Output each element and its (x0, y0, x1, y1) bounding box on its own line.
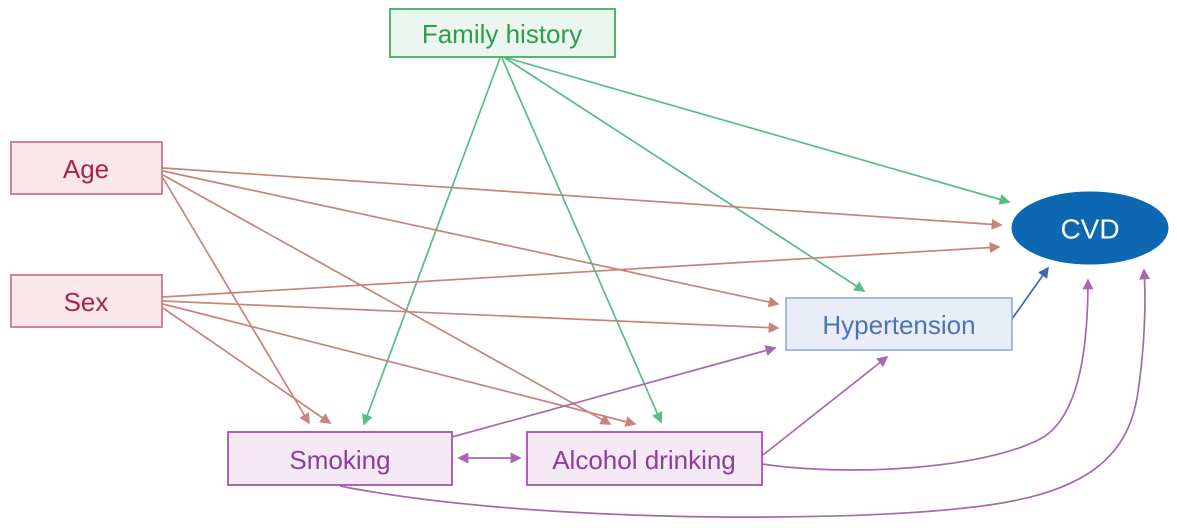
edge-hypertension-cvd (1011, 266, 1049, 320)
sex-label: Sex (64, 287, 109, 317)
edge-family-history-cvd (506, 57, 1011, 205)
node-family-history: Family history (389, 8, 616, 58)
cvd-label: CVD (1060, 214, 1119, 245)
edge-sex-smoking (162, 307, 332, 424)
edge-age-smoking (162, 177, 310, 425)
edge-alcohol-cvd (761, 278, 1094, 471)
node-cvd: CVD (1011, 191, 1169, 265)
edge-age-alcohol (162, 174, 612, 425)
edge-sex-hypertension (162, 300, 780, 334)
hypertension-label: Hypertension (822, 310, 975, 340)
edge-family-history-alcohol (501, 57, 663, 424)
edges-layer (162, 57, 1151, 518)
smoking-box (227, 431, 453, 486)
edge-sex-cvd (162, 242, 1001, 298)
edge-smoking-cvd (339, 268, 1151, 518)
node-smoking: Smoking (227, 431, 453, 486)
family-history-box (389, 8, 616, 58)
alcohol-drinking-label: Alcohol drinking (552, 445, 736, 475)
sex-box (10, 274, 163, 328)
node-sex: Sex (10, 274, 163, 328)
node-alcohol-drinking: Alcohol drinking (526, 431, 763, 486)
node-age: Age (10, 141, 163, 195)
edge-age-cvd (162, 167, 1003, 230)
cvd-ellipse (1011, 191, 1169, 265)
age-box (10, 141, 163, 195)
smoking-label: Smoking (289, 445, 390, 475)
edge-family-history-smoking (362, 57, 501, 426)
hypertension-box (785, 297, 1013, 351)
alcohol-drinking-box (526, 431, 763, 486)
edge-alcohol-hypertension (762, 355, 889, 456)
edge-age-hypertension (162, 170, 780, 308)
age-label: Age (63, 154, 109, 184)
edge-smoking-hypertension (451, 345, 777, 438)
edge-sex-alcohol (162, 303, 637, 428)
edge-family-history-hypertension (504, 57, 866, 292)
family-history-label: Family history (422, 19, 582, 49)
node-hypertension: Hypertension (785, 297, 1013, 351)
